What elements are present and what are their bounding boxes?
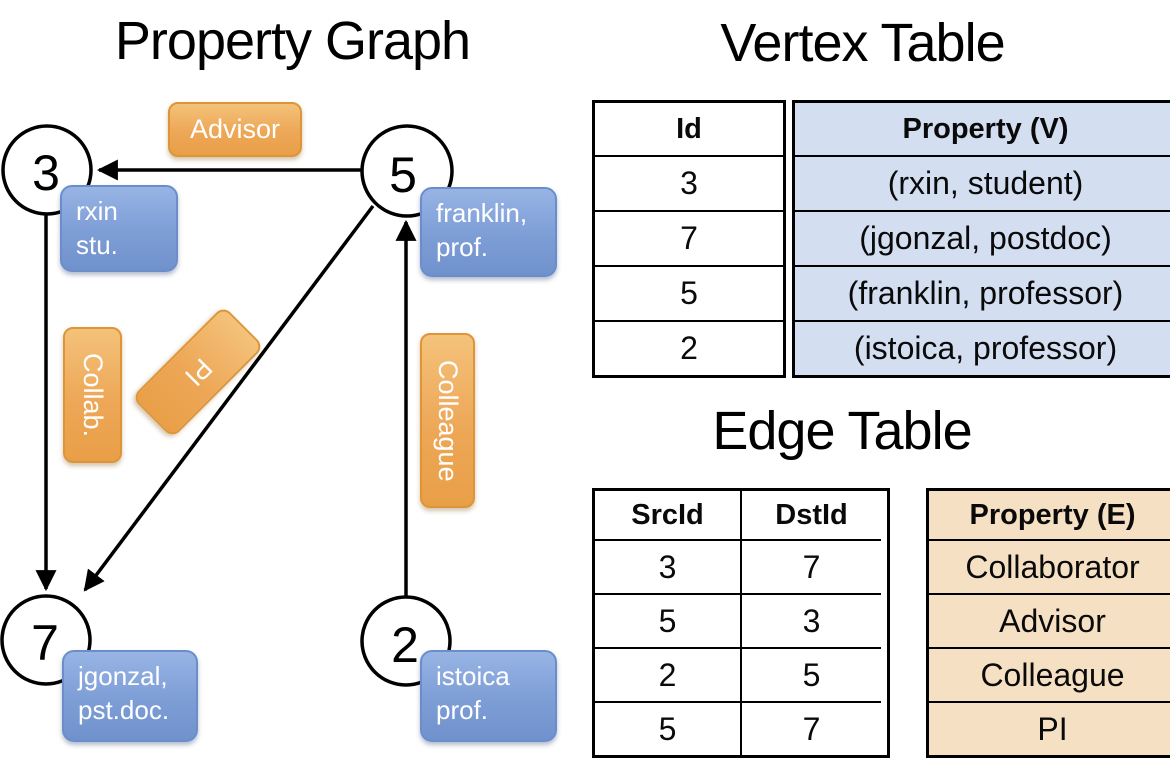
vertex-id-header: Id bbox=[676, 112, 702, 145]
prop-box-line: istoica bbox=[436, 661, 510, 691]
edge-pi-5-to-7 bbox=[83, 204, 375, 592]
vertex-table: Id 3 7 5 2 Property (V) (rxin, student) … bbox=[592, 100, 1170, 378]
table-cell: 5 bbox=[595, 701, 740, 755]
edge-label-colleague: Colleague bbox=[420, 333, 475, 508]
vertex-id-column: Id 3 7 5 2 bbox=[592, 100, 786, 378]
vertex-table-title: Vertex Table bbox=[720, 13, 1005, 73]
table-cell: (rxin, student) bbox=[795, 155, 1170, 210]
prop-box-line: prof. bbox=[436, 694, 489, 725]
table-cell: (franklin, professor) bbox=[795, 265, 1170, 320]
prop-box-jgonzal: jgonzal, pst.doc. bbox=[62, 650, 198, 742]
table-cell: 3 bbox=[595, 539, 740, 593]
table-cell: 2 bbox=[595, 647, 740, 701]
table-cell: 5 bbox=[742, 647, 881, 701]
property-graph-title: Property Graph bbox=[114, 11, 471, 71]
table-cell: (istoica, professor) bbox=[795, 320, 1170, 375]
edge-table: SrcId 3 5 2 5 DstId 7 3 5 7 Property (E)… bbox=[592, 488, 1170, 758]
node-id-5: 5 bbox=[389, 147, 417, 203]
prop-box-franklin: franklin, prof. bbox=[420, 187, 557, 277]
vertex-property-column: Property (V) (rxin, student) (jgonzal, p… bbox=[792, 100, 1170, 378]
edge-property-header: Property (E) bbox=[929, 491, 1170, 539]
table-cell: 7 bbox=[595, 210, 783, 265]
table-cell: Advisor bbox=[929, 593, 1170, 647]
table-cell: (jgonzal, postdoc) bbox=[795, 210, 1170, 265]
table-cell: 3 bbox=[742, 593, 881, 647]
prop-box-line: jgonzal, bbox=[78, 661, 168, 691]
table-cell: 2 bbox=[595, 320, 783, 375]
table-cell: 3 bbox=[595, 155, 783, 210]
prop-box-line: pst.doc. bbox=[78, 694, 170, 725]
edge-dst-header: DstId bbox=[775, 498, 848, 531]
node-id-7: 7 bbox=[31, 615, 59, 671]
table-cell: 7 bbox=[742, 539, 881, 593]
edge-src-column: SrcId 3 5 2 5 bbox=[595, 491, 740, 755]
prop-box-line: stu. bbox=[76, 229, 118, 260]
prop-box-rxin: rxin stu. bbox=[60, 185, 178, 272]
edge-src-header: SrcId bbox=[631, 498, 704, 531]
table-cell: Colleague bbox=[929, 647, 1170, 701]
node-id-2: 2 bbox=[391, 617, 419, 673]
prop-box-line: franklin, bbox=[436, 198, 528, 228]
edge-dst-column: DstId 7 3 5 7 bbox=[740, 491, 881, 755]
table-cell: 7 bbox=[742, 701, 881, 755]
edge-property-column: Property (E) Collaborator Advisor Collea… bbox=[926, 488, 1170, 758]
table-cell: PI bbox=[929, 701, 1170, 755]
prop-box-line: rxin bbox=[76, 196, 118, 226]
edge-table-title: Edge Table bbox=[712, 401, 972, 461]
edge-label-advisor: Advisor bbox=[168, 102, 302, 157]
node-id-3: 3 bbox=[32, 145, 60, 201]
table-cell: Collaborator bbox=[929, 539, 1170, 593]
table-cell: 5 bbox=[595, 593, 740, 647]
table-cell: 5 bbox=[595, 265, 783, 320]
prop-box-line: prof. bbox=[436, 231, 489, 262]
edge-label-collab: Collab. bbox=[63, 327, 122, 463]
prop-box-istoica: istoica prof. bbox=[420, 650, 557, 742]
vertex-property-header: Property (V) bbox=[795, 103, 1170, 155]
edge-src-dst-columns: SrcId 3 5 2 5 DstId 7 3 5 7 bbox=[592, 488, 890, 758]
